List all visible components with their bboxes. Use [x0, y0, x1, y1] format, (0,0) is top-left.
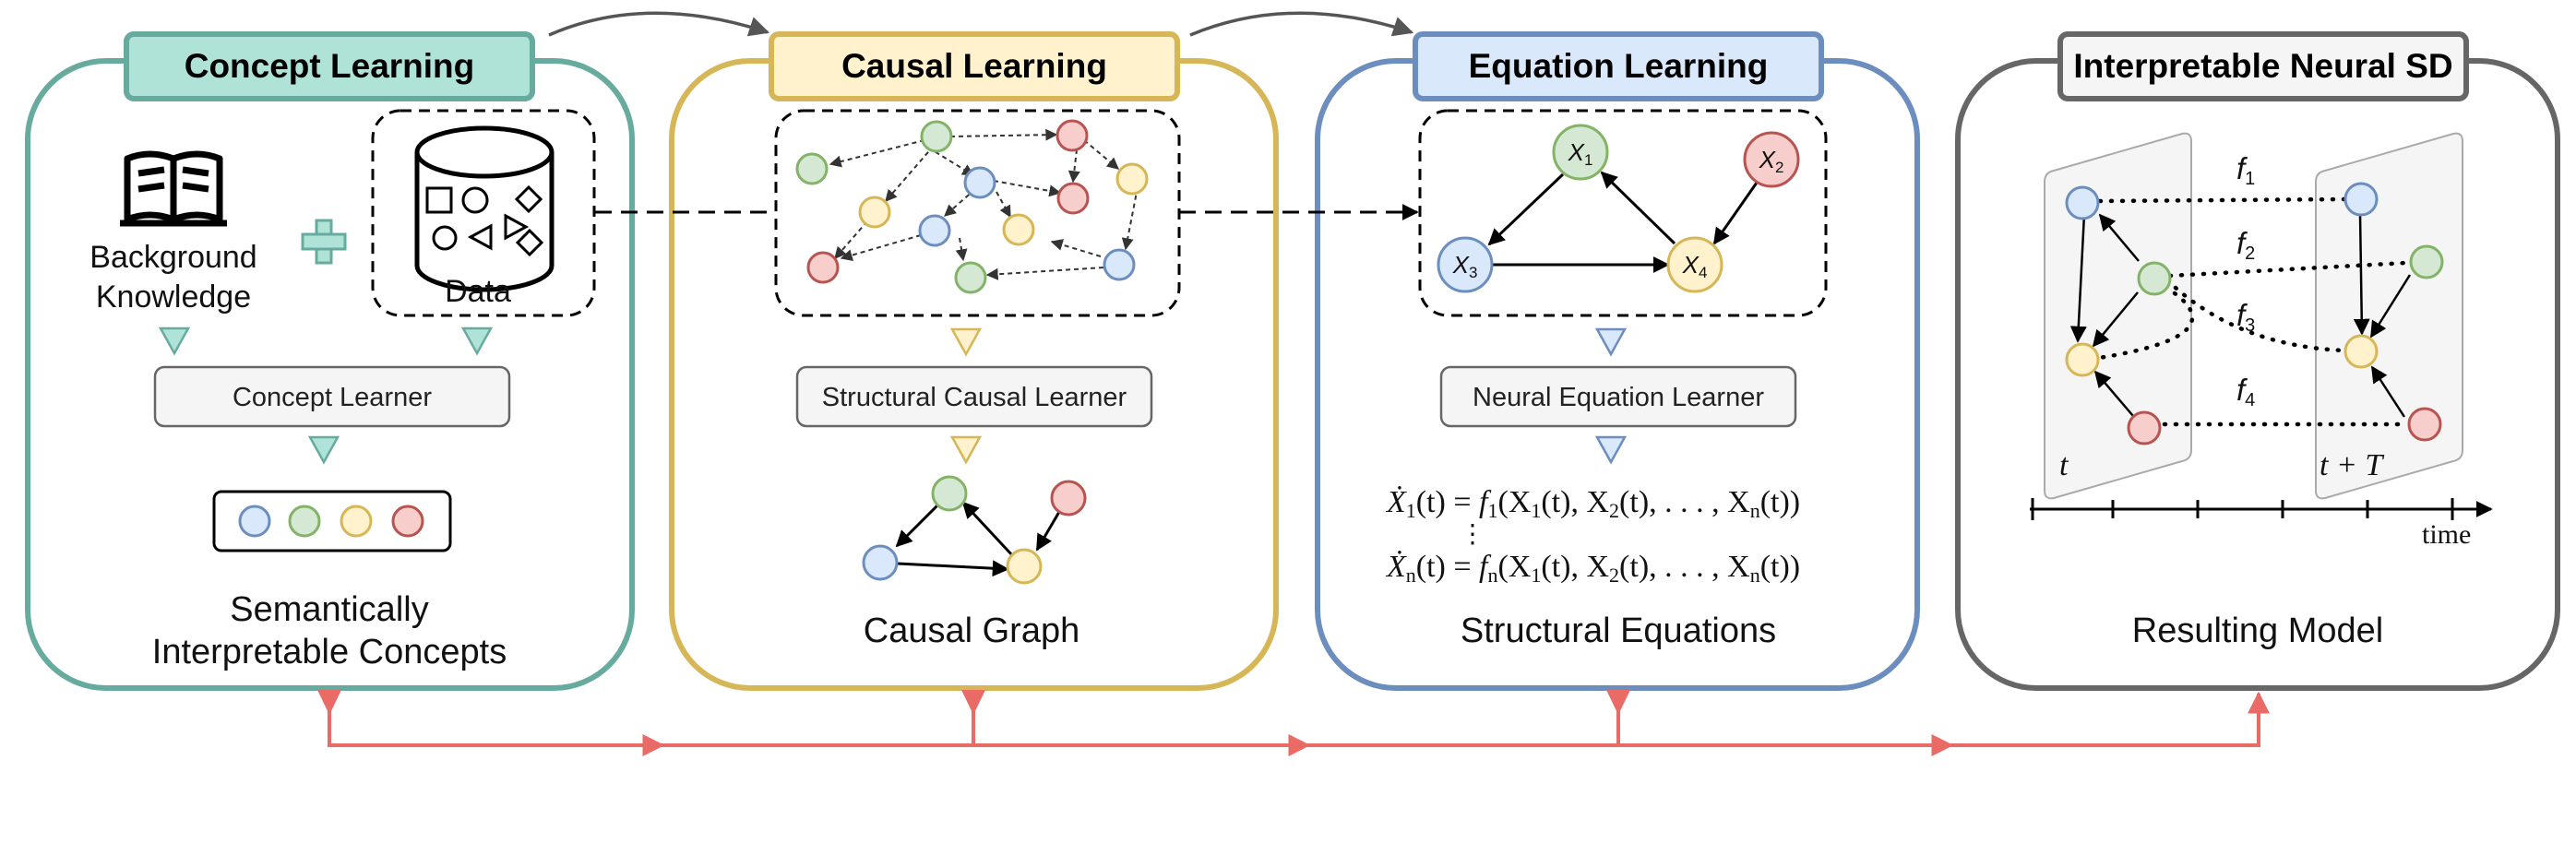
concept-node-blue	[238, 505, 271, 538]
model-panel: Interpretable Neural SD	[1955, 31, 2560, 691]
data-box	[371, 109, 596, 317]
intra-slice-edges	[2069, 213, 2412, 418]
model-caption: Resulting Model	[2132, 612, 2383, 650]
equation-down-triangle-1	[1594, 327, 1628, 357]
causal-learning-panel: Causal Learning	[669, 31, 1279, 691]
equation-line-1: Ẋ1(t) = f1(X1(t), X2(t), . . . , Xn(t))	[1385, 485, 1800, 522]
database-icon	[414, 125, 555, 292]
svg-text:X1: X1	[1568, 138, 1593, 169]
concept-down-triangle-right	[460, 327, 494, 356]
model-nodes	[2065, 182, 2444, 445]
bottom-flow-arrows	[328, 691, 2270, 756]
concept-to-causal-arrow	[548, 11, 770, 37]
causal-caption: Causal Graph	[864, 612, 1079, 650]
concept-learner-box	[153, 365, 511, 428]
svg-text:X3: X3	[1452, 251, 1478, 281]
concept-caption-line1: Semantically	[230, 590, 428, 629]
data-label: Data	[445, 274, 511, 309]
equation-graph-edges	[1487, 171, 1759, 273]
concept-learning-title: Concept Learning	[185, 47, 475, 85]
dense-graph-nodes	[795, 119, 1149, 294]
equation-graph-labels: X1 X2 X3 X4	[1452, 138, 1784, 281]
equation-graph-nodes	[1437, 124, 1800, 293]
background-label-line2: Knowledge	[96, 279, 251, 315]
concept-node-red	[391, 505, 424, 538]
model-tag	[2057, 31, 2469, 101]
equation-caption: Structural Equations	[1461, 612, 1776, 650]
concept-learner-label: Concept Learner	[233, 383, 432, 412]
plus-icon	[301, 219, 347, 265]
equation-down-triangle-2	[1594, 435, 1628, 465]
causal-learning-tag	[769, 31, 1180, 101]
concept-learning-tag	[124, 31, 535, 101]
equation-vdots: ⋮	[1460, 520, 1485, 549]
slice-right-label: t + T	[2320, 448, 2384, 482]
dense-graph-edges	[829, 128, 1139, 280]
structural-causal-learner-box	[795, 365, 1153, 428]
equation-learning-title: Equation Learning	[1469, 47, 1769, 85]
equation-graph-box	[1418, 109, 1828, 317]
concept-node-yellow	[340, 505, 373, 538]
causal-to-equation-arrow	[1189, 11, 1414, 37]
equation-learning-panel: Equation Learning X1 X2 X3 X4 Neural Equ…	[1315, 31, 1920, 691]
concepts-box	[212, 490, 452, 552]
bottom-down-triangles	[317, 690, 1630, 715]
concept-down-triangle-center	[307, 435, 340, 465]
temporal-dotted-edges	[2096, 196, 2410, 427]
neural-equation-learner-label: Neural Equation Learner	[1473, 383, 1764, 412]
neural-equation-learner-box	[1439, 365, 1797, 428]
time-axis-label: time	[2422, 519, 2471, 550]
causal-learning-title: Causal Learning	[841, 47, 1107, 85]
concept-caption-line2: Interpretable Concepts	[152, 633, 507, 671]
book-icon	[120, 150, 227, 227]
causal-graph	[862, 475, 1087, 585]
node-x1	[1552, 124, 1609, 181]
equation-line-n: Ẋn(t) = fn(X1(t), X2(t), . . . , Xn(t))	[1385, 550, 1800, 587]
node-x3	[1437, 236, 1494, 293]
equation-learning-tag	[1413, 31, 1824, 101]
svg-text:X4: X4	[1682, 251, 1708, 281]
causal-down-triangle-1	[949, 327, 983, 357]
model-title: Interpretable Neural SD	[2073, 47, 2452, 85]
background-label-line1: Background	[89, 240, 256, 275]
node-x2	[1743, 131, 1800, 188]
time-slice-right	[2315, 132, 2463, 500]
structural-causal-learner-label: Structural Causal Learner	[822, 383, 1127, 412]
svg-text:X2: X2	[1759, 146, 1784, 176]
concept-node-green	[288, 505, 321, 538]
slice-left-label: t	[2059, 448, 2069, 482]
node-x4	[1666, 236, 1723, 293]
time-axis	[2030, 498, 2493, 520]
concept-learning-panel: Concept Learning Background Knowledge	[25, 31, 635, 691]
causal-down-triangle-2	[949, 435, 983, 465]
concept-down-triangle-left	[158, 327, 191, 356]
